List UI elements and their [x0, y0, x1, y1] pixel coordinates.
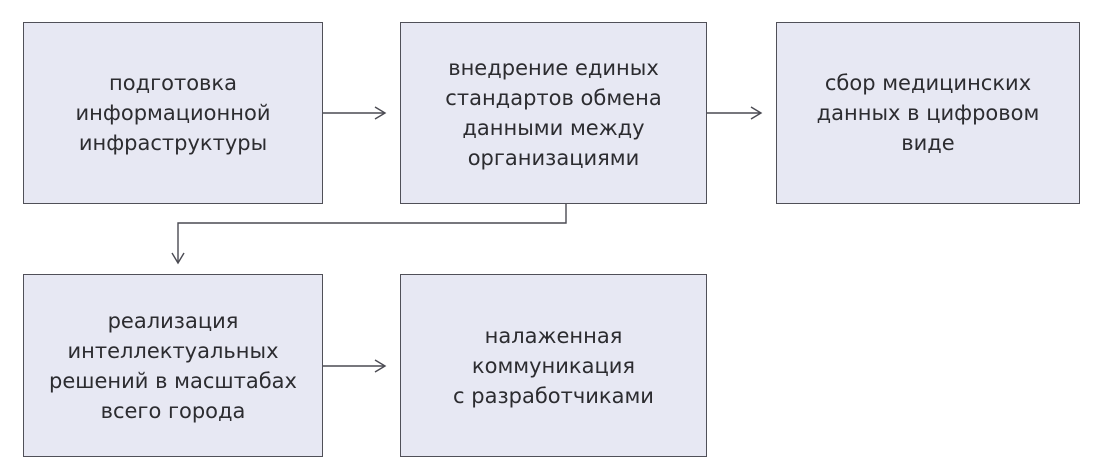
box-preparation-line: подготовка [109, 71, 237, 95]
arrow-standards-to-collection [707, 106, 763, 120]
box-communication-line: с разработчиками [453, 383, 654, 408]
box-standards-line: организациями [467, 146, 640, 170]
box-preparation-line: информационной [75, 101, 271, 125]
box-implementation: реализация интеллектуальных решений в ма… [23, 274, 323, 457]
box-standards-line: внедрение единых [448, 56, 659, 80]
arrow-implementation-to-communication [323, 359, 387, 373]
box-communication-line: налаженная [484, 323, 623, 348]
box-preparation-line: инфраструктуры [78, 131, 268, 155]
box-communication-text: налаженная коммуникация с разработчиками [453, 321, 654, 411]
box-collection-text: сбор медицинских данных в цифровом виде [817, 68, 1040, 158]
box-implementation-line: решений в масштабах [49, 368, 297, 393]
box-implementation-text: реализация интеллектуальных решений в ма… [49, 306, 297, 426]
box-collection-line: данных в цифровом [816, 101, 1040, 125]
box-standards: внедрение единых стандартов обмена данны… [400, 22, 707, 204]
box-collection-line: виде [901, 131, 955, 155]
box-communication: налаженная коммуникация с разработчиками [400, 274, 707, 457]
arrow-standards-to-implementation [171, 204, 567, 265]
box-implementation-line: реализация [107, 308, 239, 333]
box-implementation-line: интеллектуальных [67, 338, 279, 363]
box-collection-line: сбор медицинских [824, 71, 1032, 95]
box-standards-text: внедрение единых стандартов обмена данны… [445, 53, 661, 173]
box-preparation: подготовка информационной инфраструктуры [23, 22, 323, 204]
arrow-preparation-to-standards [323, 106, 387, 120]
box-preparation-text: подготовка информационной инфраструктуры [76, 68, 271, 158]
box-standards-line: стандартов обмена [445, 86, 662, 110]
box-communication-line: коммуникация [471, 353, 636, 378]
box-standards-line: данными между [462, 116, 645, 140]
box-collection: сбор медицинских данных в цифровом виде [776, 22, 1080, 204]
box-implementation-line: всего города [100, 398, 246, 423]
